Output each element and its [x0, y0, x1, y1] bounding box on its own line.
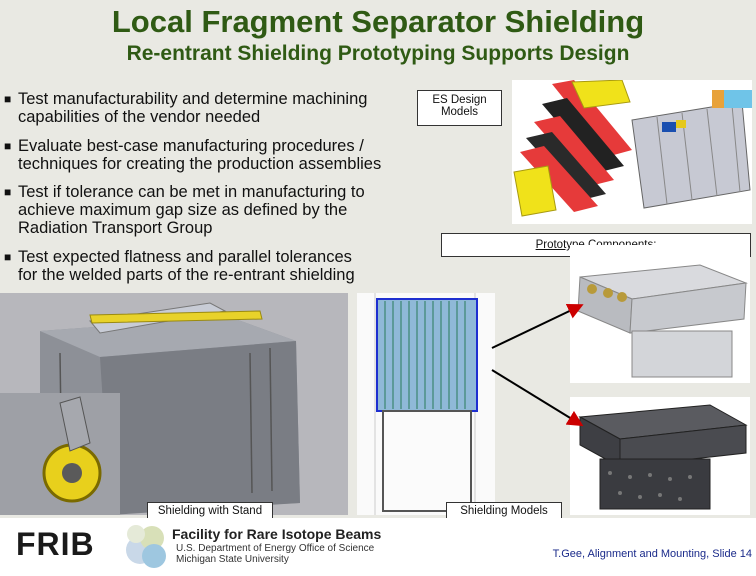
bullet-3-line3: Radiation Transport Group	[18, 219, 213, 237]
footer-bar	[0, 518, 756, 576]
es-design-label: ES Design Models	[417, 90, 502, 126]
org-name: Facility for Rare Isotope Beams	[172, 526, 382, 542]
bullet-2-line1: Evaluate best-case manufacturing procedu…	[18, 137, 364, 155]
bullet-marker: ■	[4, 185, 12, 199]
bullet-1: ■ Test manufacturability and determine m…	[4, 90, 414, 126]
bullet-2: ■ Evaluate best-case manufacturing proce…	[4, 137, 424, 173]
shielding-model-center-image	[357, 293, 495, 515]
bullet-3-line1: Test if tolerance can be met in manufact…	[18, 183, 365, 201]
shielding-models-label: Shielding Models	[446, 502, 562, 520]
bullet-3-line2: achieve maximum gap size as defined by t…	[18, 201, 348, 219]
bullet-marker: ■	[4, 139, 12, 153]
bullet-4: ■ Test expected flatness and parallel to…	[4, 248, 404, 284]
frib-logo: FRIB	[16, 526, 95, 562]
doe-text: U.S. Department of Energy Office of Scie…	[176, 543, 375, 554]
es-design-line2: Models	[440, 106, 479, 118]
bullet-1-line1: Test manufacturability and determine mac…	[18, 90, 368, 108]
bullet-1-line2: capabilities of the vendor needed	[18, 108, 261, 126]
prototype-component-top-image	[570, 245, 750, 383]
bullet-marker: ■	[4, 250, 12, 264]
prototype-component-bottom-image	[570, 397, 750, 515]
arrow-connectors	[491, 303, 584, 427]
frib-emblem-icon	[126, 525, 166, 568]
es-design-line1: ES Design	[432, 94, 487, 106]
bullet-marker: ■	[4, 92, 12, 106]
shielding-with-stand-image	[0, 293, 348, 515]
msu-text: Michigan State University	[176, 554, 289, 565]
bullet-3: ■ Test if tolerance can be met in manufa…	[4, 183, 414, 237]
bullet-2-line2: techniques for creating the production a…	[18, 155, 382, 173]
slide-title: Local Fragment Separator Shielding	[111, 4, 645, 39]
slide-subtitle: Re-entrant Shielding Prototyping Support…	[126, 42, 630, 65]
bullet-4-line1: Test expected flatness and parallel tole…	[18, 248, 352, 266]
slide-reference: T.Gee, Alignment and Mounting, Slide 14	[552, 548, 752, 560]
es-design-model-image	[512, 80, 752, 224]
bullet-4-line2: for the welded parts of the re-entrant s…	[18, 266, 355, 284]
